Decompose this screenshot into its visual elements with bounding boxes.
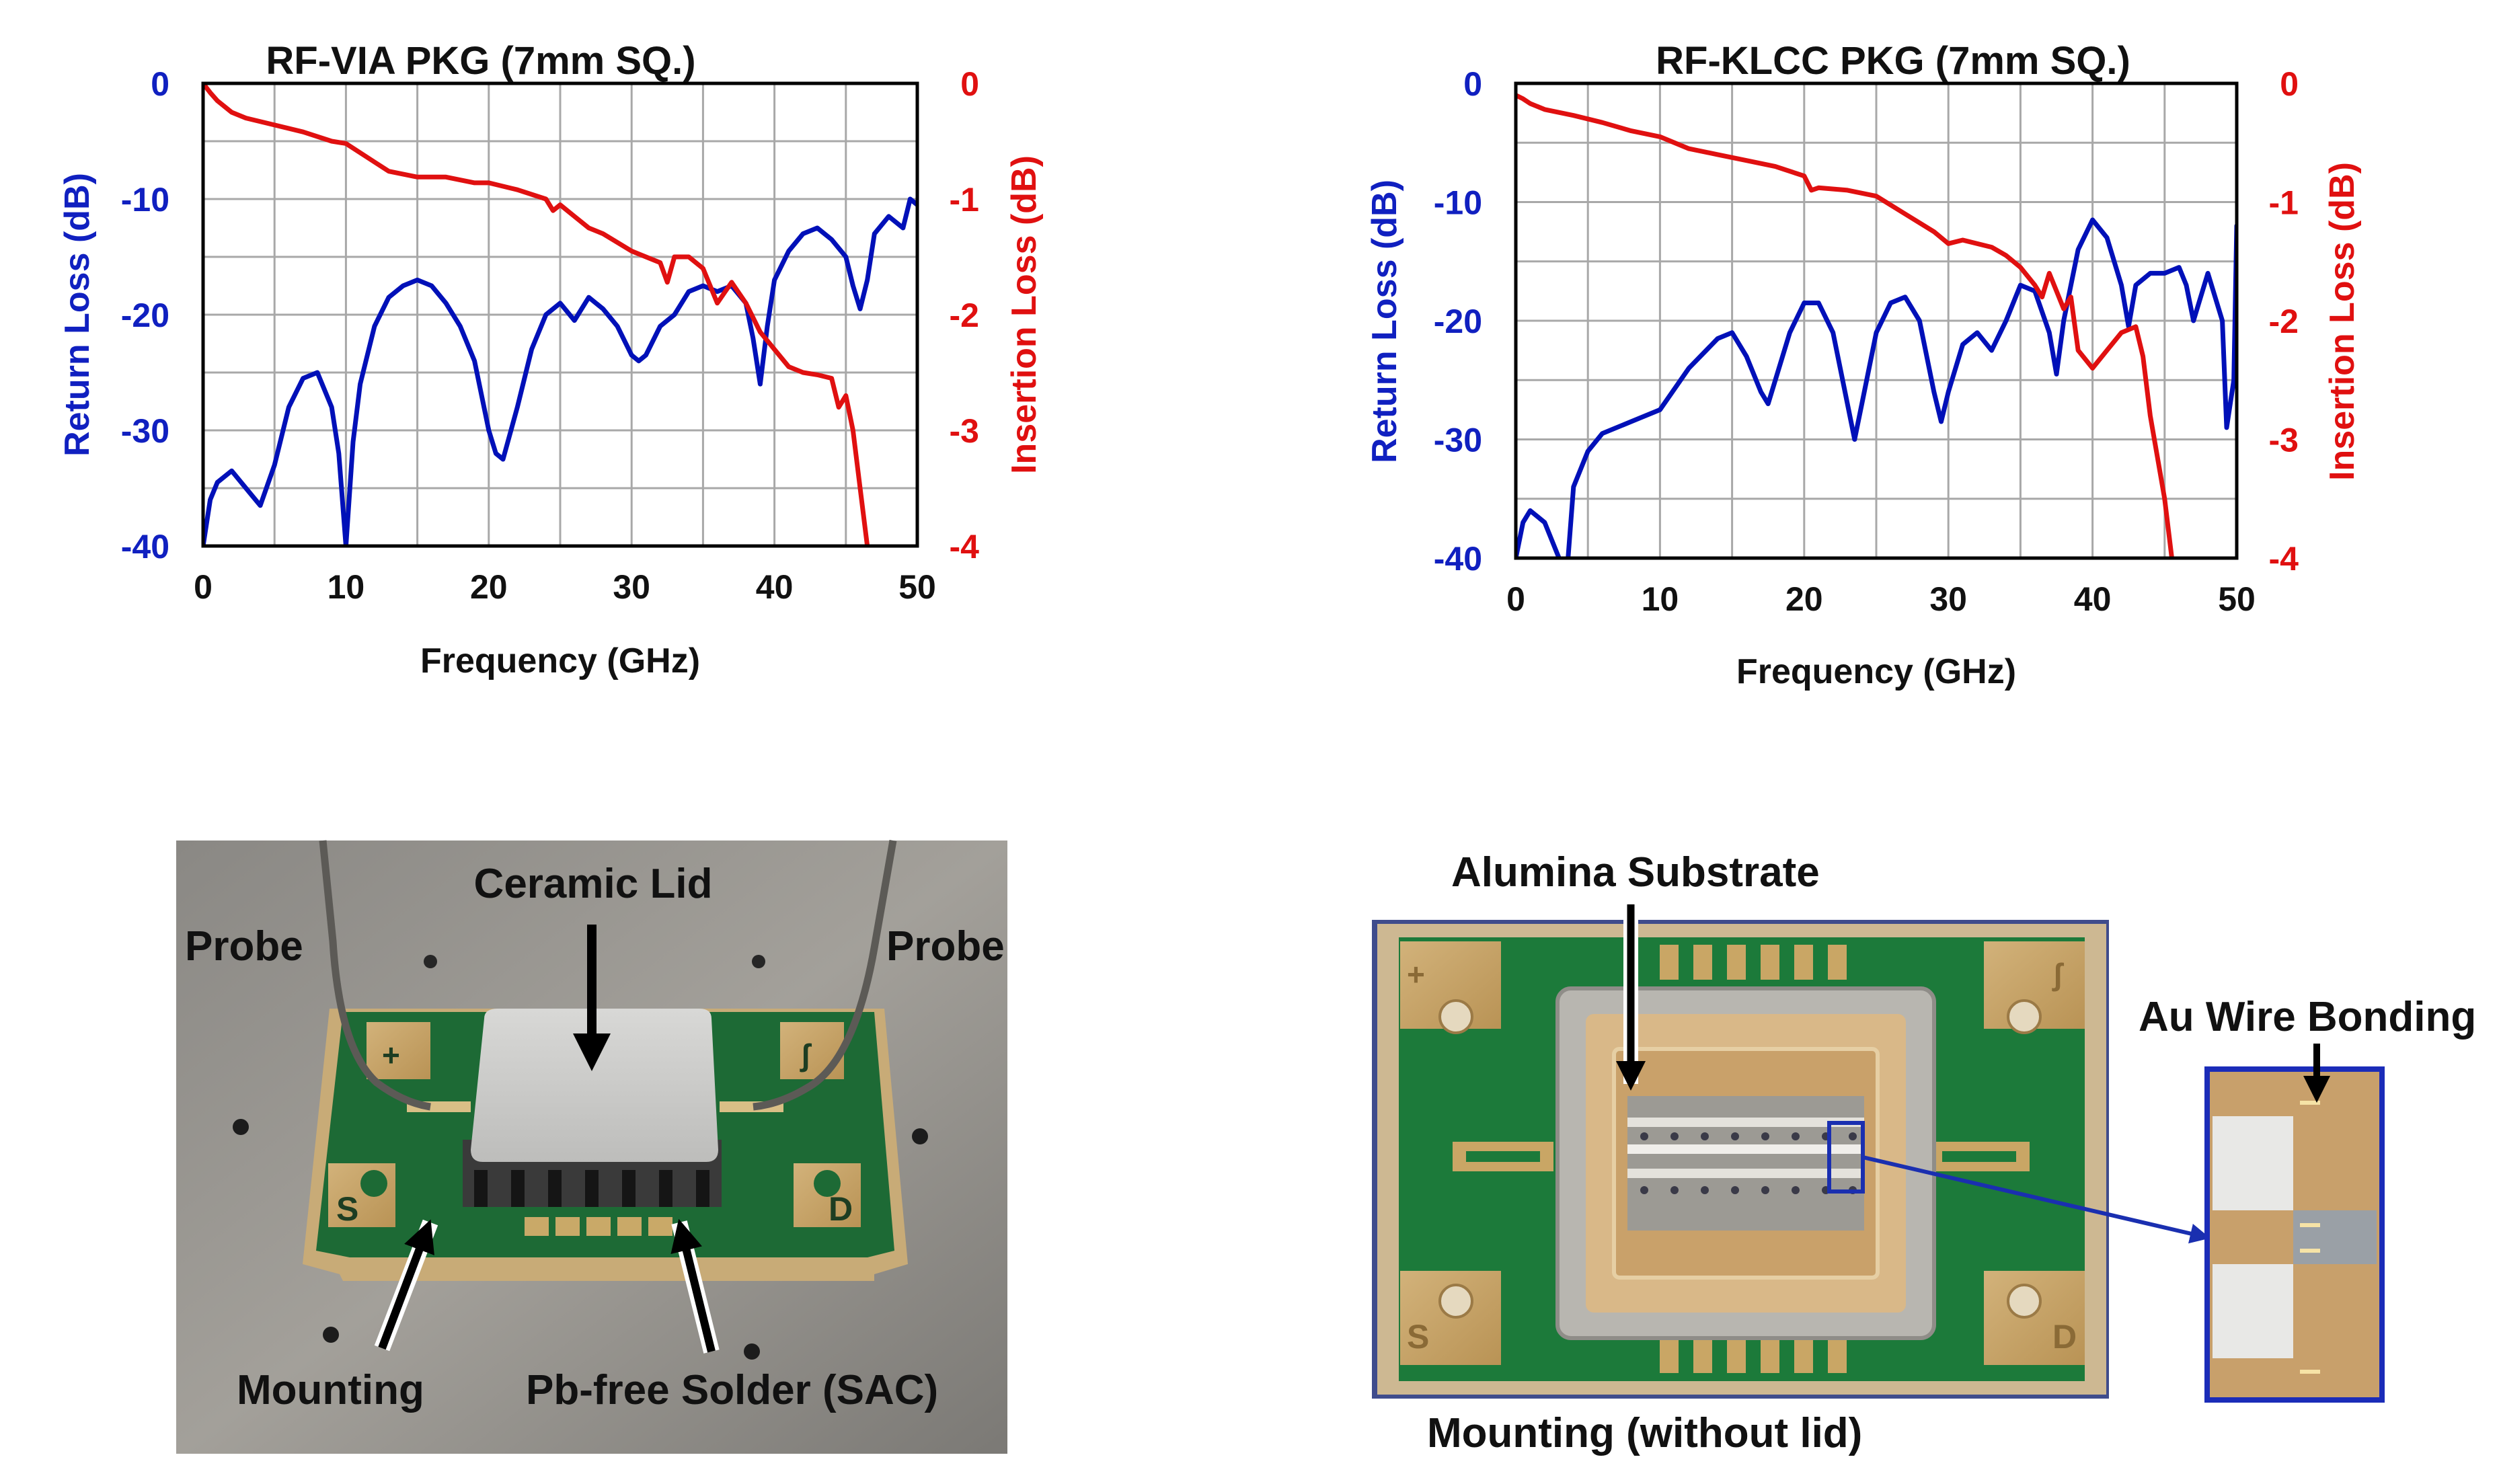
y-tick-label-right: 0 — [960, 65, 979, 103]
chart-rf-via: 0 10 20 30 40 50 0 -10 -20 -30 -40 0 -1 -2 -3 -4 RF-VIA… — [58, 39, 1044, 680]
y-tick-label-left: -10 — [1434, 184, 1482, 222]
x-tick-label: 10 — [328, 568, 365, 606]
label-mounting: Mounting — [237, 1367, 424, 1413]
bond-wires — [2300, 1101, 2320, 1374]
photo-rf-klcc-open: + ʃ S D — [1372, 849, 2476, 1456]
y-axis-label-right: Insertion Loss (dB) — [1005, 155, 1044, 474]
photo-rf-via-mounted: + ʃ S D Ceramic Lid — [176, 840, 1007, 1454]
x-tick-label: 30 — [613, 568, 650, 606]
y-tick-label-left: -20 — [121, 297, 169, 334]
chart-title: RF-KLCC PKG (7mm SQ.) — [1656, 39, 2130, 83]
label-ceramic-lid: Ceramic Lid — [474, 861, 713, 907]
y-tick-label-left: -40 — [121, 528, 169, 565]
series-line-return-loss — [1516, 217, 2237, 558]
pad-mark: D — [829, 1190, 853, 1228]
x-axis-label: Frequency (GHz) — [420, 641, 700, 680]
y-tick-label-right: -4 — [2269, 540, 2299, 578]
callout-arrow — [1862, 1155, 2210, 1244]
x-tick-label: 0 — [194, 568, 213, 606]
y-tick-label-right: -1 — [2269, 184, 2299, 222]
fixture-hole — [744, 1343, 760, 1360]
y-tick-label-right: -1 — [950, 181, 979, 219]
y-tick-label-left: -20 — [1434, 303, 1482, 340]
y-tick-label-right: 0 — [2280, 65, 2299, 103]
arrow-solder — [670, 1218, 716, 1353]
arrow-mounting — [378, 1219, 434, 1350]
y-tick-label-right: -3 — [950, 412, 979, 450]
y-tick-label-left: -40 — [1434, 540, 1482, 578]
y-tick-label-right: -2 — [950, 297, 979, 334]
label-probe-right: Probe — [886, 923, 1005, 970]
series-line-return-loss — [203, 196, 917, 546]
y-axis-label-left: Return Loss (dB) — [1365, 180, 1404, 463]
y-tick-label-left: 0 — [1463, 65, 1482, 103]
fixture-hole — [912, 1128, 928, 1144]
x-tick-label: 50 — [2218, 580, 2256, 618]
label-alumina: Alumina Substrate — [1451, 849, 1820, 896]
y-tick-label-right: -2 — [2269, 303, 2299, 340]
label-mounting-no-lid: Mounting (without lid) — [1427, 1410, 1862, 1456]
castellations — [474, 1170, 709, 1207]
x-tick-label: 40 — [756, 568, 794, 606]
chart-grid — [203, 83, 917, 546]
chart-title: RF-VIA PKG (7mm SQ.) — [266, 39, 695, 83]
x-tick-label: 20 — [470, 568, 508, 606]
pad-mark: D — [2052, 1318, 2077, 1356]
fixture-hole — [233, 1119, 249, 1135]
fixture-hole — [752, 955, 765, 968]
probe-right — [753, 840, 897, 1111]
ceramic-lid — [471, 1009, 718, 1162]
edge-contacts — [1660, 945, 1847, 1373]
chart-frame — [201, 81, 919, 548]
x-axis-label: Frequency (GHz) — [1736, 652, 2016, 691]
chart-rf-klcc: 0 10 20 30 40 50 0 -10 -20 -30 -40 0 -1 -2 -3 -4 RF-KLC… — [1365, 39, 2362, 691]
chart-curves — [1516, 93, 2237, 558]
x-tick-label: 40 — [2074, 580, 2112, 618]
y-tick-label-right: -4 — [950, 528, 980, 565]
pad-s — [328, 1163, 395, 1227]
chart-grid — [1516, 83, 2237, 558]
pad-mark: + — [1407, 957, 1425, 992]
chart-ticks: 0 10 20 30 40 50 0 -10 -20 -30 -40 0 -1 -2 -3 -4 — [121, 65, 979, 606]
pad-mark: + — [382, 1038, 400, 1072]
series-line-insertion-loss — [203, 83, 870, 546]
x-tick-label: 50 — [898, 568, 936, 606]
x-tick-label: 20 — [1785, 580, 1823, 618]
bottom-contacts — [525, 1217, 672, 1236]
chart-curves — [203, 83, 917, 546]
fixture-hole — [424, 955, 437, 968]
x-tick-label: 10 — [1642, 580, 1679, 618]
chart-frame — [1514, 81, 2239, 560]
pad-mark: ʃ — [800, 1038, 812, 1072]
pad-mark: S — [1407, 1318, 1429, 1356]
y-tick-label-left: -30 — [1434, 422, 1482, 459]
y-tick-label-left: 0 — [151, 65, 169, 103]
y-tick-label-right: -3 — [2269, 422, 2299, 459]
y-axis-label-left: Return Loss (dB) — [58, 173, 97, 457]
pad-mark: S — [336, 1190, 358, 1228]
pad-corner — [780, 1022, 844, 1079]
y-tick-label-left: -10 — [121, 181, 169, 219]
probe-left — [319, 840, 431, 1111]
series-line-insertion-loss — [1516, 93, 2174, 558]
pad-d — [1984, 1271, 2085, 1365]
x-tick-label: 30 — [1929, 580, 1967, 618]
y-tick-label-left: -30 — [121, 412, 169, 450]
pad-mark: ʃ — [2052, 957, 2065, 992]
fixture-hole — [323, 1327, 339, 1343]
label-probe-left: Probe — [185, 923, 303, 970]
label-wire-bonding: Au Wire Bonding — [2139, 994, 2476, 1040]
label-solder: Pb-free Solder (SAC) — [526, 1367, 938, 1413]
x-tick-label: 0 — [1506, 580, 1525, 618]
chart-ticks: 0 10 20 30 40 50 0 -10 -20 -30 -40 0 -1 -2 -3 -4 — [1434, 65, 2299, 618]
y-axis-label-right: Insertion Loss (dB) — [2323, 162, 2362, 481]
pad-plus — [367, 1022, 430, 1079]
